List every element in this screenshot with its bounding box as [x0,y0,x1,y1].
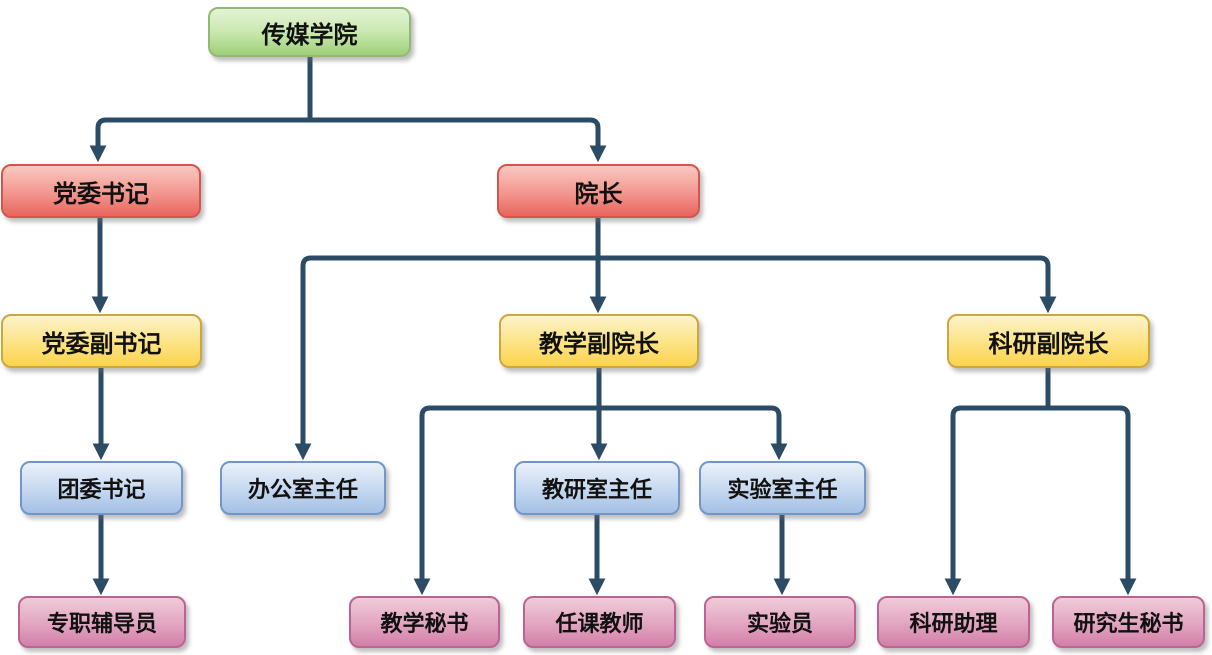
org-node-party-secretary: 党委书记 [1,164,201,218]
edge-research-vice-dean-assistant [944,405,1048,596]
org-node-lab-technician: 实验员 [704,596,856,648]
org-node-course-teacher: 任课教师 [523,596,676,648]
org-node-research-assistant: 科研助理 [877,596,1030,648]
org-node-youth-league-secretary: 团委书记 [20,461,183,515]
edge-research-vice-dean-grad-secretary [1048,405,1137,596]
org-node-office-director: 办公室主任 [220,461,386,515]
org-node-graduate-secretary: 研究生秘书 [1052,596,1205,648]
org-node-lab-director: 实验室主任 [699,461,866,515]
edge-teaching-vice-dean-lab-director [599,405,788,461]
org-node-research-vice-dean: 科研副院长 [947,314,1150,368]
edge-teaching-vice-dean-secretary [413,405,599,596]
org-node-deputy-party-secretary: 党委副书记 [1,314,202,368]
org-node-teaching-secretary: 教学秘书 [349,596,500,648]
org-node-teaching-vice-dean: 教学副院长 [499,314,699,368]
edge-college-dean [310,117,607,163]
org-node-teaching-research-director: 教研室主任 [514,461,680,515]
edge-college-party-secretary [89,117,310,163]
org-node-dean: 院长 [497,164,700,218]
edge-dean-office-director [294,255,598,461]
edge-dean-research-vice-dean [598,255,1057,314]
org-node-college: 传媒学院 [208,7,411,57]
org-node-fulltime-counselor: 专职辅导员 [18,596,186,648]
